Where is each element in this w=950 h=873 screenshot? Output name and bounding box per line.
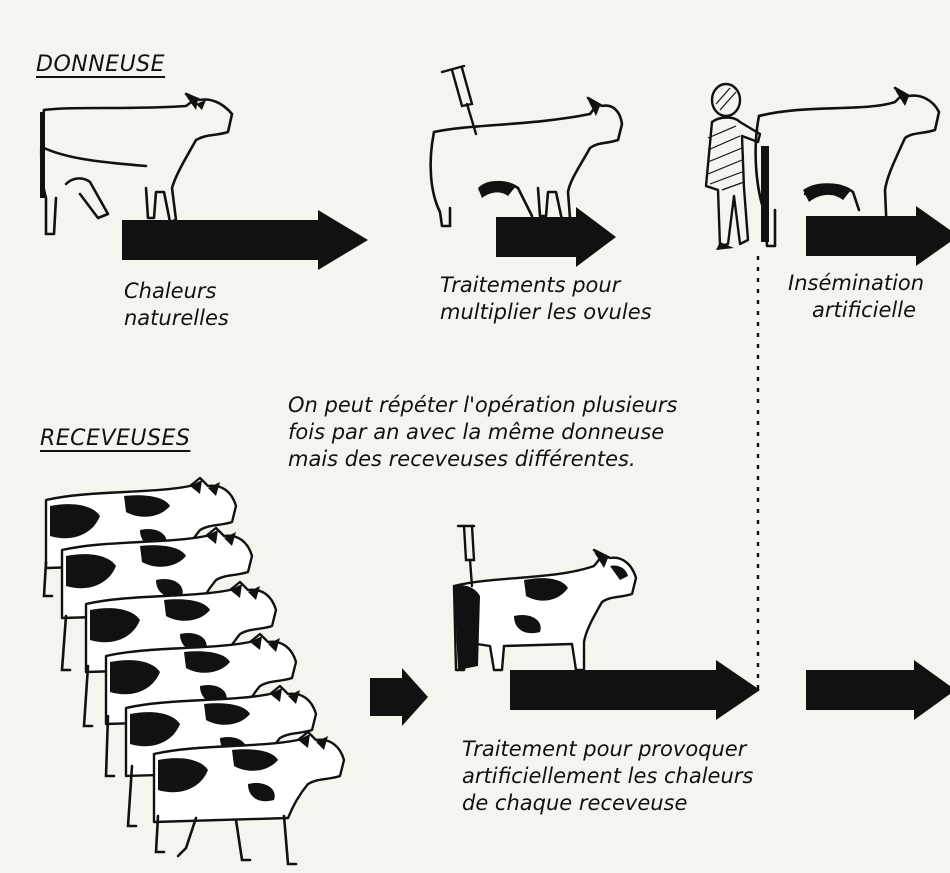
syringe-icon (456, 524, 476, 588)
arrow-right-icon (496, 207, 616, 267)
step-label-ovulation-treatment: Traitements pour multiplier les ovules (440, 273, 652, 324)
inseminated-cow-icon (754, 86, 941, 248)
treated-recipient-cow-icon (452, 548, 638, 672)
donor-cow-icon (39, 92, 234, 236)
donor-heading: DONNEUSE (36, 52, 166, 77)
syringe-icon (440, 64, 478, 136)
step-label-insemination: Insémination artificielle (788, 271, 925, 322)
arrow-right-icon (370, 668, 428, 726)
arrow-right-icon (122, 210, 368, 270)
repeat-note: On peut répéter l'opération plusieurs fo… (288, 393, 678, 471)
dashed-connector (756, 256, 760, 690)
step-label-heat-induction: Traitement pour provoquer artificielleme… (462, 737, 754, 815)
arrow-right-icon (806, 206, 950, 266)
recipients-heading: RECEVEUSES (40, 426, 191, 451)
veterinarian-icon (704, 82, 762, 250)
arrow-right-icon (806, 660, 950, 720)
arrow-right-icon (510, 660, 760, 720)
treated-donor-cow-icon (429, 96, 624, 228)
step-label-natural-heat: Chaleurs naturelles (124, 279, 229, 330)
recipient-herd (42, 476, 346, 866)
